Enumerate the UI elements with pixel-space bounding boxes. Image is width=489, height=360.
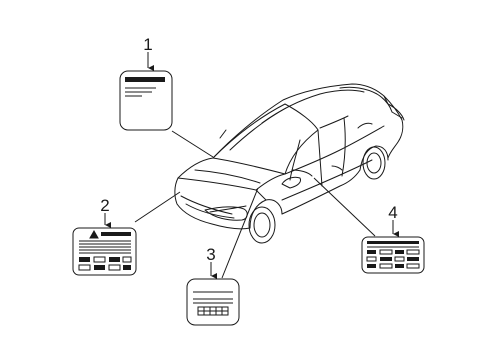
callout-2: 2 [100,196,109,215]
label-1-leader-line [171,130,214,158]
callout-1: 1 [143,35,152,54]
label-3-leader-line [221,187,259,279]
label-2-warning-sticker-icon [72,227,137,276]
callout-4: 4 [388,203,397,222]
sedan-drawing [174,83,405,244]
label-4-grid-sticker-icon [361,236,425,274]
label-4-leader-line [313,177,376,237]
callout-3: 3 [206,245,215,264]
label-2-leader-line [134,191,181,223]
label-3-table-sticker-icon [186,278,240,326]
label-1-sticker-icon [119,70,173,131]
